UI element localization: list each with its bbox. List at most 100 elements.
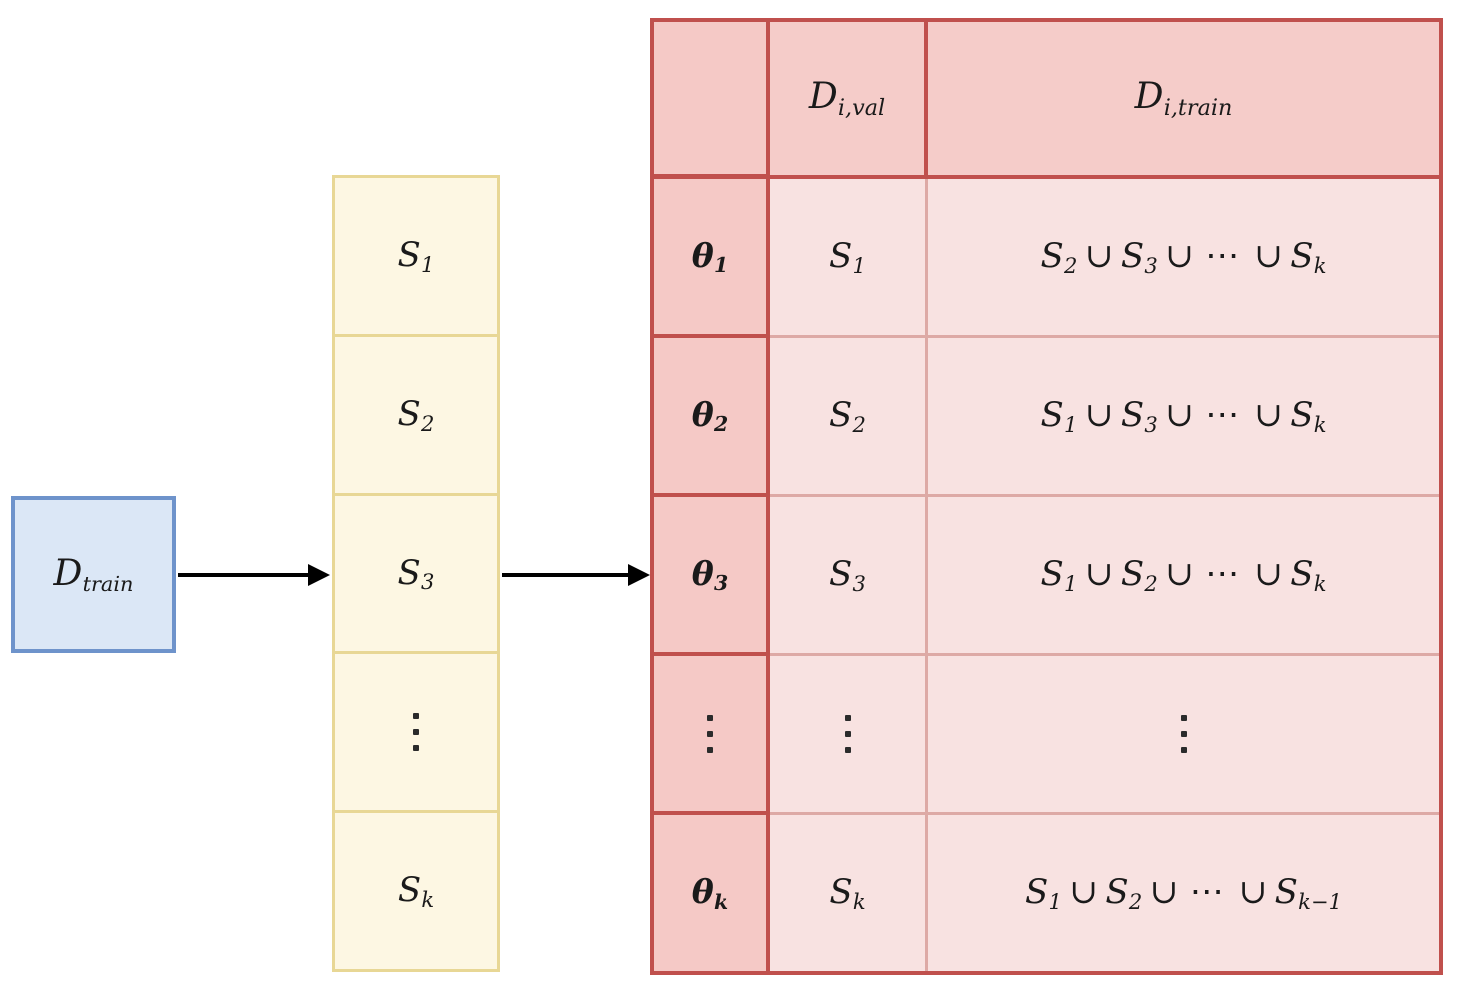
union-operator-icon: ∪ <box>1069 872 1098 913</box>
horizontal-ellipsis-icon: ⋯ <box>1205 554 1243 595</box>
cell-training-union: S1∪S2∪⋯∪Sk <box>928 497 1439 653</box>
fold-label-base: S <box>397 552 421 593</box>
fold-label: S2 <box>398 394 435 436</box>
training-union-expression: S1∪S2∪⋯∪Sk <box>1041 554 1327 596</box>
union-term-last: Sk−1 <box>1274 872 1343 914</box>
validation-fold-label: S3 <box>829 554 866 596</box>
fold-cell: Sk <box>335 813 497 969</box>
fold-cell-ellipsis <box>335 654 497 814</box>
cell-validation-fold: S3 <box>770 497 928 653</box>
validation-fold-label: Sk <box>829 872 865 914</box>
arrow-head <box>308 564 330 586</box>
cell-training-union: S2∪S3∪⋯∪Sk <box>928 179 1439 335</box>
table-row: θk Sk S1∪S2∪⋯∪Sk−1 <box>654 815 1439 971</box>
source-dataset-box: Dtrain <box>11 496 176 653</box>
vertical-ellipsis-icon <box>1180 715 1187 753</box>
union-term: S1 <box>1041 395 1078 437</box>
union-term-base: S <box>1290 395 1314 436</box>
union-term-subscript: 1 <box>1064 570 1078 596</box>
union-term-subscript: k <box>1313 570 1327 596</box>
fold-label-subscript: k <box>421 887 435 913</box>
vertical-ellipsis-icon <box>707 714 713 753</box>
cell-validation-ellipsis <box>770 656 928 812</box>
union-term-subscript: 3 <box>1144 411 1158 437</box>
validation-fold-label: S2 <box>829 395 866 437</box>
cell-theta: θ3 <box>654 497 770 656</box>
vertical-ellipsis-icon <box>413 713 419 752</box>
table-header-row: Di,val Di,train <box>654 22 1439 179</box>
cell-theta: θk <box>654 815 770 971</box>
union-operator-icon: ∪ <box>1165 236 1194 277</box>
union-operator-icon: ∪ <box>1084 395 1114 436</box>
union-term: S2 <box>1105 872 1142 914</box>
fold-label-subscript: 3 <box>421 569 435 595</box>
cell-training-union: S1∪S3∪⋯∪Sk <box>928 338 1439 494</box>
validation-fold-subscript: 1 <box>852 252 866 278</box>
union-term: S2 <box>1120 554 1158 596</box>
union-operator-icon: ∪ <box>1084 554 1114 595</box>
union-term-base: S <box>1120 395 1145 436</box>
fold-cell: S1 <box>335 178 497 337</box>
validation-fold-base: S <box>829 554 853 595</box>
union-term-base: S <box>1290 554 1314 595</box>
arrow-source-to-folds-icon <box>178 564 330 586</box>
validation-fold-subscript: 3 <box>852 570 866 596</box>
union-term-last: Sk <box>1290 236 1326 278</box>
cell-validation-fold: Sk <box>770 815 928 971</box>
union-term: S3 <box>1120 236 1158 278</box>
union-operator-icon: ∪ <box>1084 236 1114 277</box>
union-term-last: Sk <box>1290 395 1326 437</box>
union-term-subscript: k−1 <box>1298 888 1343 914</box>
theta-label: θk <box>692 872 728 914</box>
union-term-base: S <box>1120 554 1145 595</box>
union-operator-icon: ∪ <box>1254 395 1283 436</box>
union-term: S2 <box>1040 236 1078 278</box>
training-union-expression: S1∪S2∪⋯∪Sk−1 <box>1025 872 1342 914</box>
horizontal-ellipsis-icon: ⋯ <box>1189 872 1228 913</box>
theta-label: θ2 <box>692 395 728 437</box>
arrow-shaft <box>178 573 310 577</box>
arrow-head <box>628 564 650 586</box>
theta-base: θ <box>691 872 714 912</box>
union-term-base: S <box>1290 236 1314 277</box>
theta-subscript: 2 <box>713 412 729 437</box>
cell-validation-fold: S2 <box>770 338 928 494</box>
cell-training-union: S1∪S2∪⋯∪Sk−1 <box>928 815 1439 971</box>
theta-base: θ <box>691 394 714 434</box>
header-training-label: Di,train <box>1135 76 1233 120</box>
fold-label-subscript: 2 <box>421 410 435 436</box>
union-term-base: S <box>1040 236 1064 277</box>
fold-label-base: S <box>397 870 422 911</box>
union-operator-icon: ∪ <box>1165 554 1194 595</box>
header-cell-theta-empty <box>654 22 770 178</box>
fold-label: S1 <box>398 235 435 277</box>
header-training-base: D <box>1134 76 1164 118</box>
union-operator-icon: ∪ <box>1254 236 1283 277</box>
union-term-base: S <box>1024 872 1049 913</box>
table-row-ellipsis <box>654 656 1439 815</box>
header-validation-subscript: i,val <box>837 94 886 121</box>
training-union-expression: S2∪S3∪⋯∪Sk <box>1041 236 1327 278</box>
fold-label-base: S <box>397 234 421 275</box>
arrow-folds-to-table-icon <box>502 564 650 586</box>
union-term-base: S <box>1274 872 1298 913</box>
union-term-subscript: 2 <box>1064 252 1078 278</box>
union-term: S1 <box>1024 872 1062 914</box>
arrow-shaft <box>502 573 630 577</box>
union-term-base: S <box>1105 872 1129 913</box>
theta-subscript: 3 <box>713 571 729 596</box>
theta-subscript: 1 <box>713 253 729 278</box>
union-operator-icon: ∪ <box>1149 872 1179 913</box>
header-cell-training: Di,train <box>928 22 1439 175</box>
vertical-ellipsis-icon <box>844 715 851 753</box>
validation-fold-base: S <box>829 395 853 436</box>
theta-subscript: k <box>714 889 729 914</box>
validation-fold-label: S1 <box>829 236 866 278</box>
union-term-subscript: 2 <box>1144 570 1158 596</box>
theta-base: θ <box>691 553 714 593</box>
validation-fold-base: S <box>829 236 853 277</box>
union-term-base: S <box>1120 236 1145 277</box>
fold-label: S3 <box>398 553 435 595</box>
union-operator-icon: ∪ <box>1238 872 1268 913</box>
